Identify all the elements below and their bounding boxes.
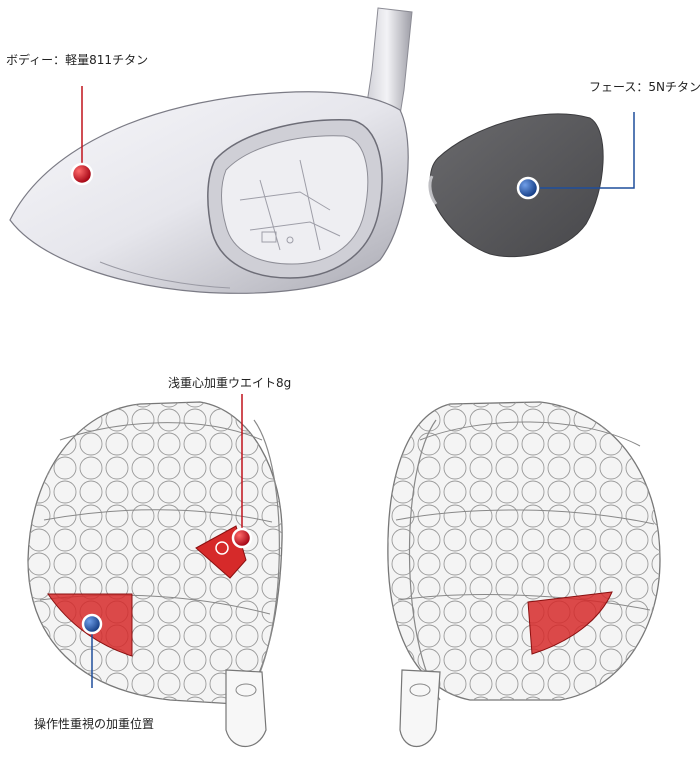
wireframe-head-left bbox=[27, 401, 283, 747]
face-marker bbox=[516, 176, 540, 200]
face-plate-render bbox=[428, 113, 604, 258]
maneuver-weight-label: 操作性重視の加重位置 bbox=[34, 717, 155, 731]
face-material-label: フェース：5Nチタン bbox=[589, 80, 700, 94]
shallow-weight-label: 浅重心加重ウエイト8g bbox=[168, 376, 292, 390]
body-marker bbox=[70, 162, 94, 186]
wireframe-head-right bbox=[387, 401, 661, 747]
body-material-label: ボディー：軽量811チタン bbox=[6, 53, 149, 67]
shallow-weight-marker bbox=[231, 527, 253, 549]
club-body-render bbox=[9, 7, 413, 294]
maneuver-weight-marker bbox=[81, 613, 103, 635]
